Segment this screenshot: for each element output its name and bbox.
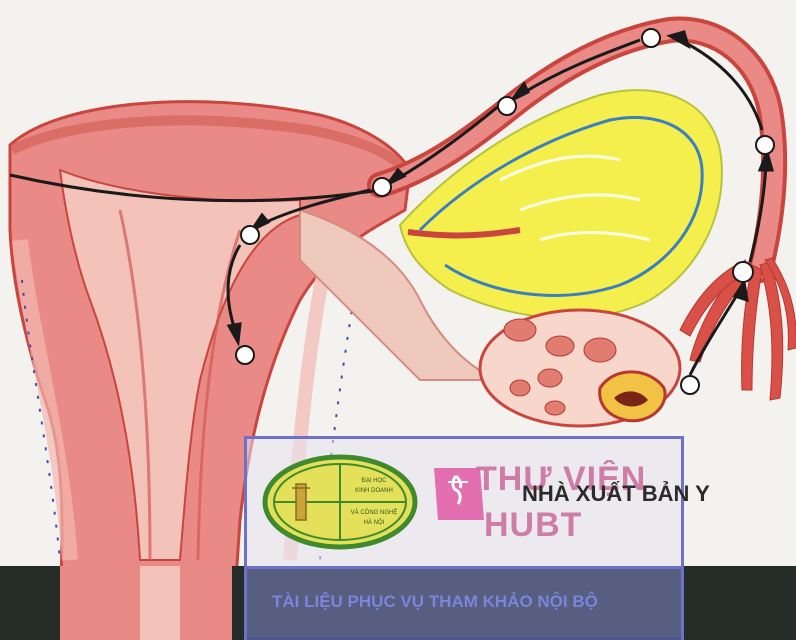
publisher-name: NHÀ XUẤT BẢN Y <box>522 481 710 507</box>
ovary <box>480 310 680 426</box>
cervical-canal <box>140 566 180 640</box>
stamp-note: TÀI LIỆU PHỤC VỤ THAM KHẢO NỘI BỘ <box>272 592 598 612</box>
logo-text-line1: ĐẠI HỌC <box>361 478 387 484</box>
logo-text-line2: KINH DOANH <box>355 488 393 494</box>
logo-text-line3: VÀ CÔNG NGHỆ <box>351 508 398 516</box>
library-subtitle: HUBT <box>484 506 582 545</box>
university-logo: ĐẠI HỌC KINH DOANH VÀ CÔNG NGHỆ HÀ NỘI <box>262 454 418 550</box>
logo-text-line4: HÀ NỘI <box>364 519 385 526</box>
